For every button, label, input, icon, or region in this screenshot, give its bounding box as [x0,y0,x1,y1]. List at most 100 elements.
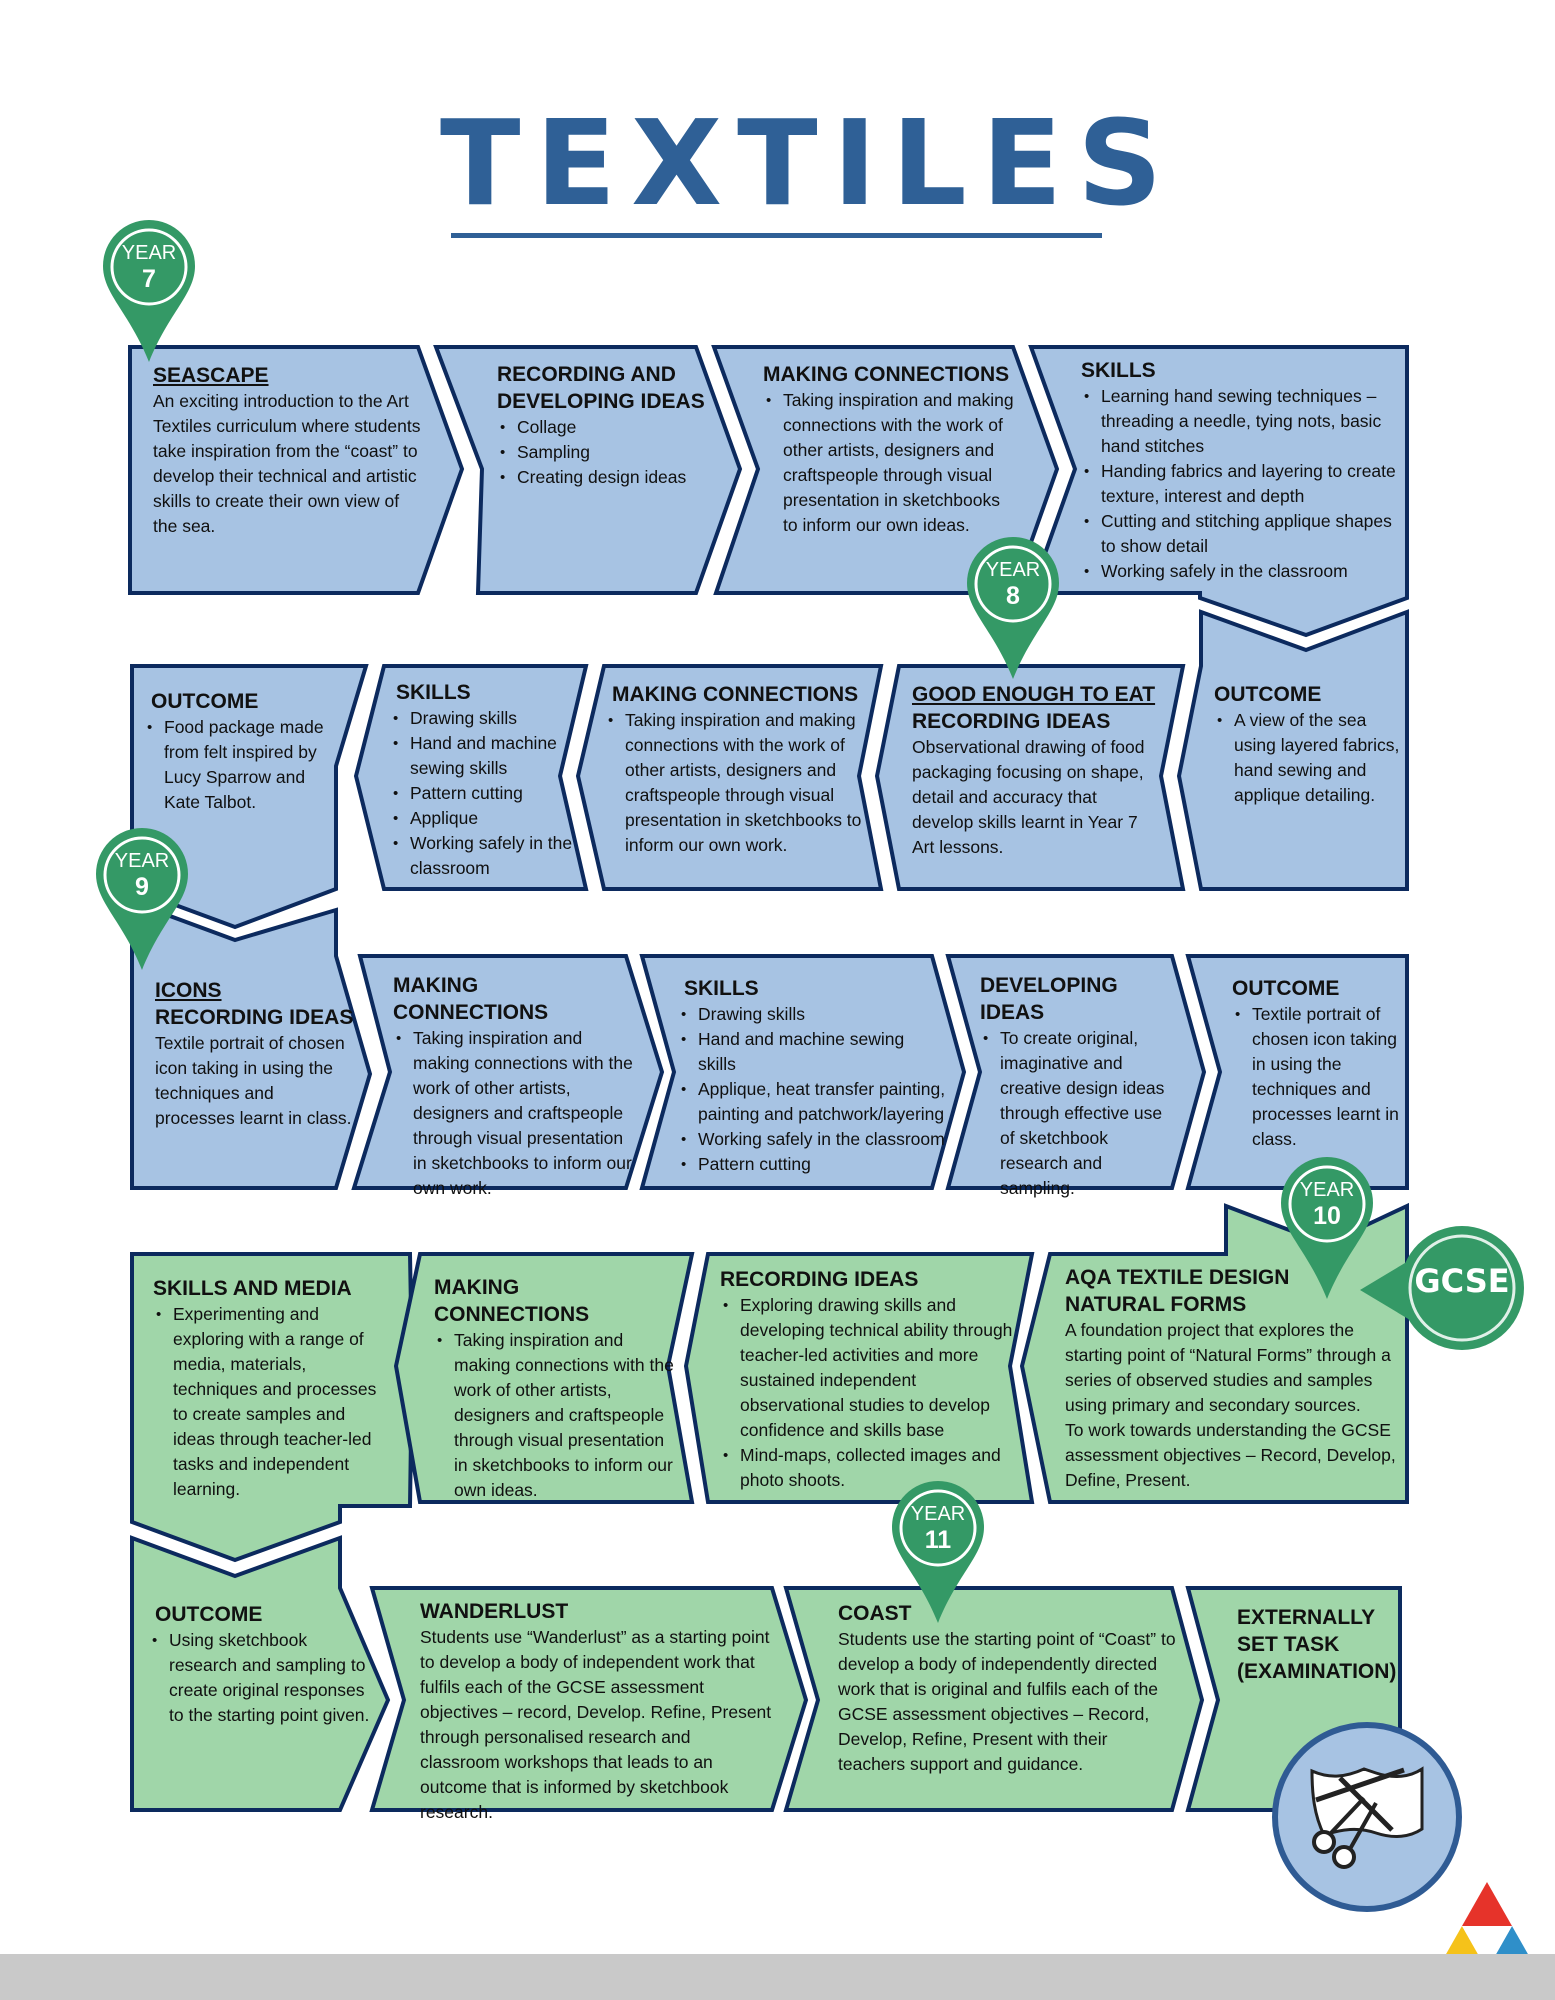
title-underline [451,233,1102,238]
box-title-line1: ICONS [155,979,222,1002]
row4-aqa-shape [1019,1202,1409,1504]
list-item: Taking inspiration and making connection… [396,1026,633,1201]
box-text-2: To work towards understanding the GCSE a… [1065,1420,1396,1490]
pin-number: 10 [1313,1202,1341,1230]
list-item: To create original, imaginative and crea… [983,1026,1180,1201]
list-item: Mind-maps, collected images and photo sh… [723,1443,1015,1493]
row1-seascape-box: SEASCAPE An exciting introduction to the… [153,362,428,539]
box-title: SEASCAPE [153,364,269,387]
list-item: Cutting and stitching applique shapes to… [1084,509,1401,559]
list-item: Working safely in the classroom [1084,559,1401,584]
row1-connections-box: MAKING CONNECTIONS Taking inspiration an… [763,361,1018,538]
list-item: Sampling [500,440,717,465]
box-title-line2: SET TASK [1237,1633,1340,1656]
row3-skills-box: SKILLS Drawing skills Hand and machine s… [681,975,946,1177]
box-title: SKILLS AND MEDIA [153,1277,352,1300]
list-item: Applique, heat transfer painting, painti… [681,1077,946,1127]
row1-recording-box: RECORDING AND DEVELOPING IDEAS Collage S… [497,361,717,490]
list-item: Taking inspiration and making connection… [437,1328,674,1503]
row5-coast-shape [783,1586,1205,1812]
box-title: MAKING CONNECTIONS [612,683,859,706]
pin-year7-shape [103,220,195,362]
box-title: SKILLS [1081,359,1156,382]
box-title-line2: DEVELOPING IDEAS [497,390,705,413]
list-item: Handing fabrics and layering to create t… [1084,459,1401,509]
box-title: MAKING CONNECTIONS [434,1276,590,1326]
scissors-fabric-icon [1272,1722,1462,1912]
list-item: Working safely in the classroom [681,1127,946,1152]
year11-pin: YEAR 11 [892,1481,984,1603]
pin-label: YEAR [114,850,170,872]
year10-pin: YEAR 10 [1281,1157,1373,1279]
row1-skills-box: SKILLS Learning hand sewing techniques –… [1081,357,1401,584]
row5-outcome-box: OUTCOME Using sketchbook research and sa… [152,1601,370,1728]
list-item: Hand and machine sewing skills [393,731,576,781]
box-text: An exciting introduction to the Art Text… [153,391,421,536]
box-title-line2: RECORDING IDEAS [155,1006,354,1029]
row2-outcome-box: OUTCOME Food package made from felt insp… [147,688,341,815]
footer-bar [0,1954,1555,2000]
row3-connections-box: MAKING CONNECTIONS Taking inspiration an… [393,972,633,1201]
box-title-line3: (EXAMINATION) [1237,1660,1397,1683]
pin-number: 8 [1006,582,1020,610]
gcse-bubble [1360,1226,1524,1350]
list-item: Collage [500,415,717,440]
box-title-line1: EXTERNALLY [1237,1606,1376,1629]
row5-wanderlust-shape [369,1586,809,1812]
box-title: OUTCOME [1232,977,1340,1000]
box-text: Observational drawing of food packaging … [912,737,1145,857]
gcse-label: GCSE [1414,1262,1510,1300]
year7-pin: YEAR 7 [103,220,195,342]
list-item: Creating design ideas [500,465,717,490]
pin-year9-shape [96,828,188,970]
list-item: Food package made from felt inspired by … [147,715,341,815]
box-text: Textile portrait of chosen icon taking i… [155,1033,352,1128]
box-title-line2: NATURAL FORMS [1065,1293,1247,1316]
pin-number: 7 [142,265,156,293]
row4-connections-box: MAKING CONNECTIONS Taking inspiration an… [434,1274,674,1503]
box-title-line1: AQA TEXTILE DESIGN [1065,1266,1290,1289]
pin-label: YEAR [910,1503,966,1525]
box-title: OUTCOME [151,690,259,713]
row1-seascape-shape [128,345,465,595]
box-title-line1: RECORDING AND [497,363,676,386]
box-title: MAKING CONNECTIONS [763,363,1010,386]
row2-goodenough-box: GOOD ENOUGH TO EAT RECORDING IDEAS Obser… [912,681,1162,860]
row2-goodenough-shape [874,664,1186,891]
list-item: Experimenting and exploring with a range… [156,1302,378,1502]
box-title: RECORDING IDEAS [720,1268,919,1291]
box-title: SKILLS [684,977,759,1000]
row2-connections-box: MAKING CONNECTIONS Taking inspiration an… [608,681,862,858]
box-title: OUTCOME [155,1603,263,1626]
row5-coast-box: COAST Students use the starting point of… [838,1600,1178,1777]
row2-outcome-sea-box: OUTCOME A view of the sea using layered … [1214,681,1404,808]
box-text: Students use “Wanderlust” as a starting … [420,1627,772,1822]
pin-year8-shape [967,537,1059,679]
box-title-line2: RECORDING IDEAS [912,710,1111,733]
box-title-line1: GOOD ENOUGH TO EAT [912,683,1156,706]
page-title: TEXTILES [440,94,1178,232]
box-text: Students use the starting point of “Coas… [838,1629,1176,1774]
pin-label: YEAR [121,242,177,264]
row4-recording-box: RECORDING IDEAS Exploring drawing skills… [720,1266,1015,1493]
list-item: Pattern cutting [681,1152,946,1177]
list-item: A view of the sea using layered fabrics,… [1217,708,1404,808]
row3-icons-shape [130,899,373,1190]
year8-pin: YEAR 8 [967,537,1059,659]
row4-aqa-box: AQA TEXTILE DESIGN NATURAL FORMS A found… [1065,1264,1403,1493]
pin-number: 11 [924,1526,952,1554]
list-item: Textile portrait of chosen icon taking i… [1235,1002,1402,1152]
box-text: A foundation project that explores the s… [1065,1320,1391,1415]
list-item: Learning hand sewing techniques – thread… [1084,384,1401,459]
pin-number: 9 [135,873,149,901]
list-item: Working safely in the classroom [393,831,576,881]
list-item: Taking inspiration and making connection… [608,708,862,858]
pin-label: YEAR [985,559,1041,581]
box-title: OUTCOME [1214,683,1322,706]
year9-pin: YEAR 9 [96,828,188,950]
row3-icons-box: ICONS RECORDING IDEAS Textile portrait o… [155,977,355,1131]
list-item: Pattern cutting [393,781,576,806]
box-title: DEVELOPING IDEAS [980,974,1118,1024]
pin-year10-shape [1281,1157,1373,1299]
pin-label: YEAR [1299,1179,1355,1201]
